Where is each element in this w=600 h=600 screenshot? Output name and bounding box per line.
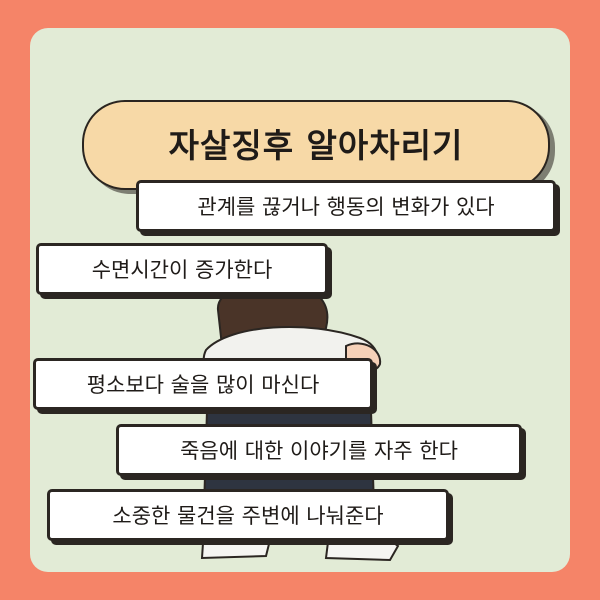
sign-tag-sleep-increase: 수면시간이 증가한다 (36, 243, 328, 295)
sign-tag-giving-away-items: 소중한 물건을 주변에 나눠준다 (47, 489, 449, 541)
poster-title: 자살징후 알아차리기 (168, 126, 464, 165)
sign-tag-relationship-change: 관계를 끊거나 행동의 변화가 있다 (136, 180, 556, 232)
title-pill (82, 100, 550, 190)
sign-tag-talk-of-death: 죽음에 대한 이야기를 자주 한다 (116, 424, 522, 476)
sign-tag-drinking: 평소보다 술을 많이 마신다 (33, 358, 373, 410)
